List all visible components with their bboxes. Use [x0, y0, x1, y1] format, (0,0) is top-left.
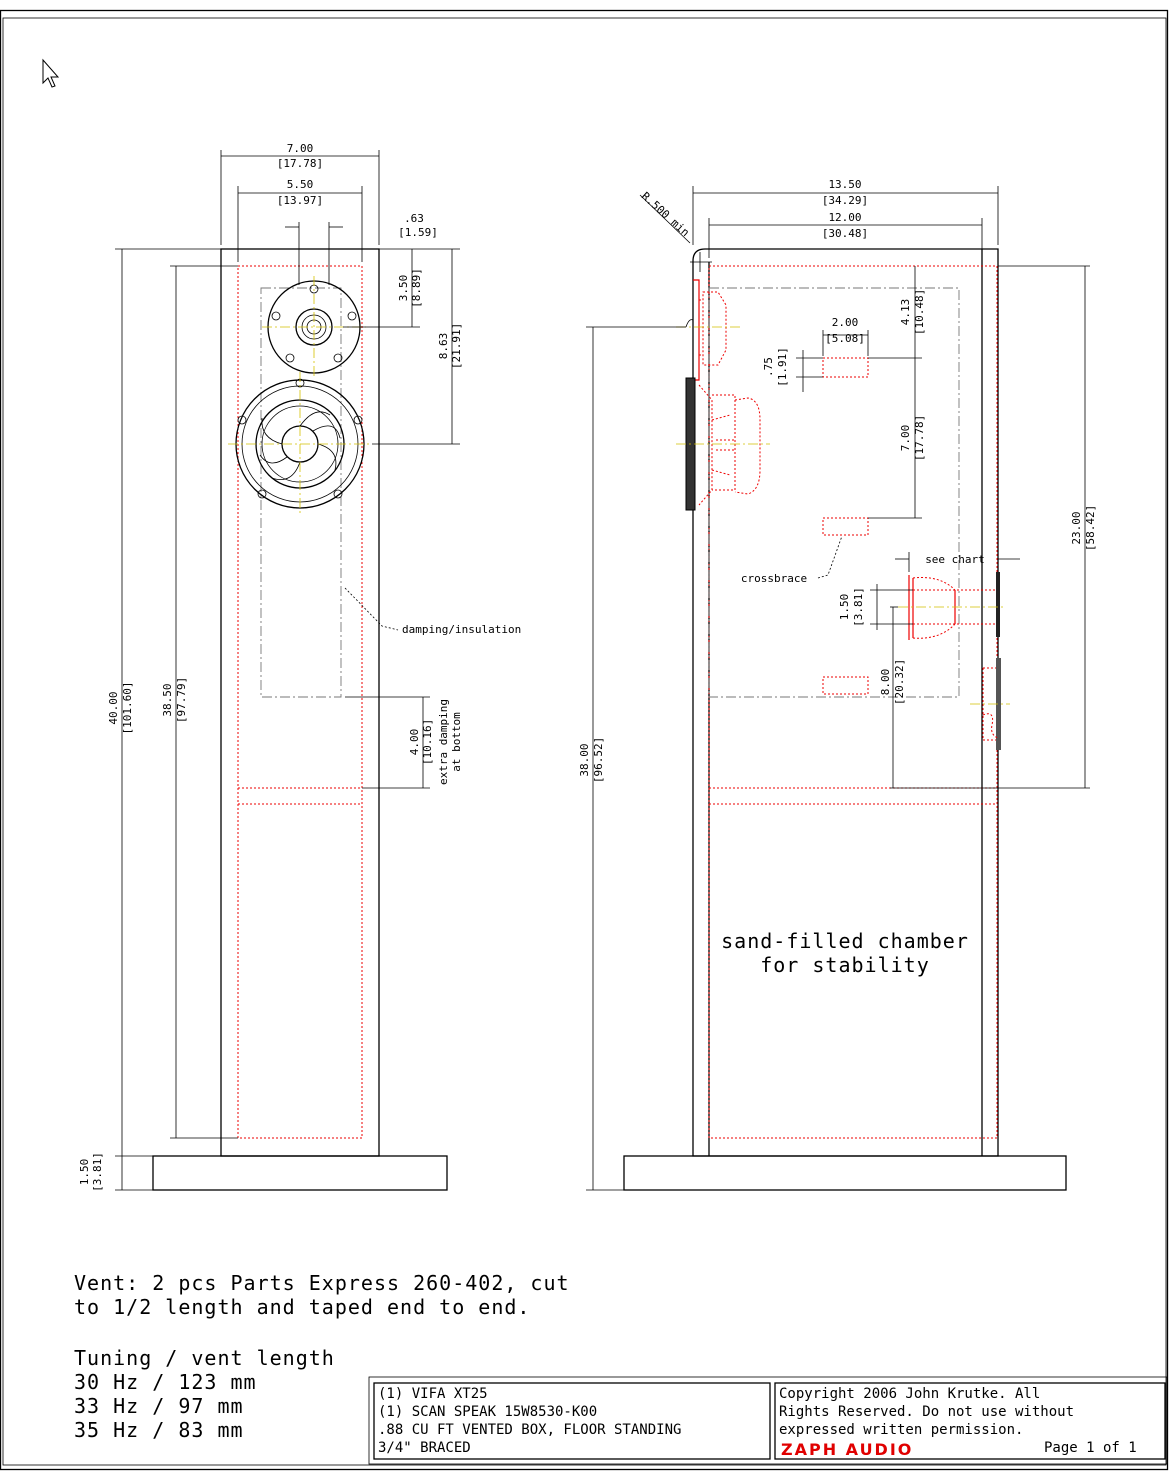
- vent-note-line-1: Vent: 2 pcs Parts Express 260-402, cut: [74, 1271, 570, 1295]
- copyright-line: expressed written permission.: [779, 1422, 1023, 1438]
- dim-damping-h: 4.00: [408, 729, 421, 756]
- tuning-title: Tuning / vent length: [74, 1346, 335, 1370]
- crossbrace-top: [822, 357, 869, 378]
- dim-damping-h-cm: [10.16]: [421, 719, 434, 765]
- dim-brace-h: .75: [762, 357, 775, 377]
- dim-woofer-h-cm: [21.91]: [450, 323, 463, 369]
- crossbrace-bottom: [822, 676, 869, 695]
- side-base-plinth: [623, 1155, 1067, 1191]
- dim-height-total: 40.00: [107, 691, 120, 724]
- side-inner-cavity: [708, 265, 998, 1139]
- dim-height-inner: 38.50: [161, 683, 174, 716]
- dim-base-h: 1.50: [78, 1159, 91, 1186]
- title-line: (1) VIFA XT25: [378, 1386, 488, 1402]
- crossbrace-mid: [822, 517, 869, 536]
- dim-port-dia-cm: [3.81]: [852, 587, 865, 627]
- tuning-row: 33 Hz / 97 mm: [74, 1394, 244, 1418]
- label-extra-damping-1: extra damping: [437, 699, 450, 785]
- front-inner-cavity: [237, 265, 363, 1139]
- vent-note-line-2: to 1/2 length and taped end to end.: [74, 1295, 530, 1319]
- mouse-cursor-icon: [42, 58, 60, 88]
- dim-cab-h: 23.00: [1070, 511, 1083, 544]
- dim-brace-h-cm: [1.91]: [776, 347, 789, 387]
- title-line: 3/4" BRACED: [378, 1440, 471, 1456]
- dim-width-outer: 7.00: [287, 142, 314, 155]
- side-damping-zone: [708, 287, 960, 698]
- copyright-line: Rights Reserved. Do not use without: [779, 1404, 1074, 1420]
- tuning-row: 35 Hz / 83 mm: [74, 1418, 244, 1442]
- dim-brace-w-cm: [5.08]: [825, 332, 865, 345]
- side-cabinet: [692, 248, 999, 1157]
- dim-brace-gap: 7.00: [899, 425, 912, 452]
- front-view: 7.00 [17.78] 5.50 [13.97] .63 [1.59] 3.5…: [78, 142, 521, 1192]
- dim-width-inner: 5.50: [287, 178, 314, 191]
- dim-width-inner-cm: [13.97]: [277, 194, 323, 207]
- drawing-border: [2, 17, 1167, 1466]
- brand-logo: ZAPH AUDIO: [781, 1440, 913, 1459]
- dim-port-dia: 1.50: [838, 594, 851, 621]
- front-base-plinth: [152, 1155, 448, 1191]
- dim-tweeter-h-cm: [8.89]: [410, 268, 423, 308]
- dim-port-h-cm: [20.32]: [893, 659, 906, 705]
- label-extra-damping-2: at bottom: [450, 712, 463, 772]
- dim-depth-outer-cm: [34.29]: [822, 194, 868, 207]
- dim-depth-inner-cm: [30.48]: [822, 227, 868, 240]
- dim-height-total-cm: [101.60]: [121, 682, 134, 735]
- dim-radius: R.500 min: [639, 190, 692, 240]
- dim-baffle: .63: [404, 212, 424, 225]
- dim-port-h: 8.00: [879, 669, 892, 696]
- dim-brace-top: 4.13: [899, 299, 912, 326]
- dim-brace-w: 2.00: [832, 316, 859, 329]
- label-damping-insulation: damping/insulation: [402, 623, 521, 636]
- label-crossbrace: crossbrace: [741, 572, 807, 585]
- tweeter-side-icon: [676, 279, 740, 381]
- label-sand-chamber-2: for stability: [760, 953, 930, 977]
- front-damping-zone: [260, 287, 342, 698]
- title-block: (1) VIFA XT25 (1) SCAN SPEAK 15W8530-K00…: [368, 1376, 1168, 1465]
- page-number: Page 1 of 1: [1044, 1440, 1137, 1456]
- tuning-row: 30 Hz / 123 mm: [74, 1370, 257, 1394]
- vent-notes: Vent: 2 pcs Parts Express 260-402, cut t…: [74, 1271, 570, 1442]
- copyright-line: Copyright 2006 John Krutke. All: [779, 1386, 1040, 1402]
- label-see-chart: see chart: [925, 553, 985, 566]
- dim-height-inner-cm: [97.79]: [175, 677, 188, 723]
- dim-width-outer-cm: [17.78]: [277, 157, 323, 170]
- dim-woofer-h: 8.63: [437, 333, 450, 360]
- title-line: (1) SCAN SPEAK 15W8530-K00: [378, 1404, 597, 1420]
- title-line: .88 CU FT VENTED BOX, FLOOR STANDING: [378, 1422, 681, 1438]
- vent-port-icon: [898, 572, 1005, 640]
- woofer-front-icon: [228, 372, 372, 516]
- side-view: 13.50 [34.29] 12.00 [30.48] R.500 min 2.…: [578, 178, 1097, 1191]
- dim-tweeter-pos-cm: [96.52]: [592, 737, 605, 783]
- dim-cab-h-cm: [58.42]: [1084, 505, 1097, 551]
- dim-depth-inner: 12.00: [828, 211, 861, 224]
- dim-baffle-cm: [1.59]: [398, 226, 438, 239]
- dim-base-h-cm: [3.81]: [91, 1152, 104, 1192]
- sheet-border: [0, 9, 1169, 1471]
- label-sand-chamber-1: sand-filled chamber: [721, 929, 969, 953]
- dim-brace-gap-cm: [17.78]: [913, 415, 926, 461]
- dim-depth-outer: 13.50: [828, 178, 861, 191]
- woofer-side-icon: [676, 377, 770, 511]
- dim-brace-top-cm: [10.48]: [913, 289, 926, 335]
- dim-tweeter-h: 3.50: [397, 275, 410, 302]
- terminal-cup-icon: [970, 658, 1010, 750]
- dim-tweeter-pos: 38.00: [578, 743, 591, 776]
